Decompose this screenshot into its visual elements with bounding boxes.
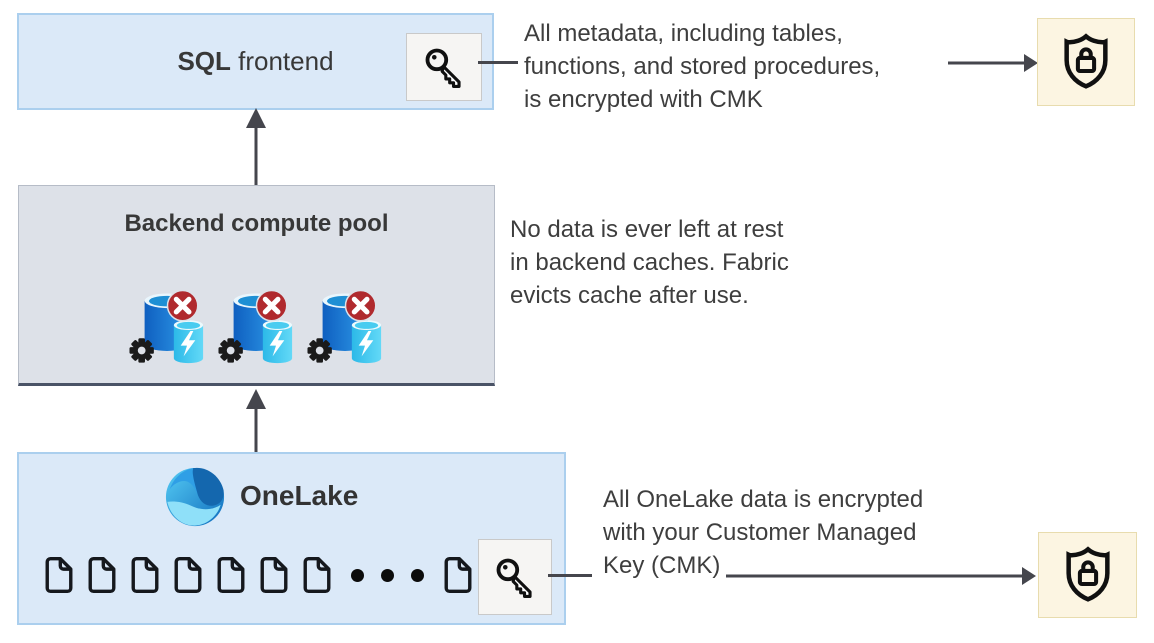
cmk-shield-box-bottom bbox=[1038, 532, 1137, 618]
metadata-note: All metadata, including tables, function… bbox=[524, 20, 881, 113]
sql-title-bold: SQL bbox=[177, 46, 231, 76]
document-icon bbox=[441, 555, 475, 595]
document-icon bbox=[128, 555, 162, 595]
arrow-onelake-to-shield bbox=[726, 567, 1036, 585]
cache-database-denied-icon bbox=[307, 288, 385, 372]
connector-sql-key-line bbox=[478, 61, 518, 64]
cache-icon-row bbox=[19, 288, 494, 372]
cache-note: No data is ever left at rest in backend … bbox=[510, 216, 789, 309]
document-icon bbox=[214, 555, 248, 595]
connector-onelake-key-line bbox=[548, 574, 592, 577]
onelake-title: OneLake bbox=[240, 480, 359, 511]
document-icon bbox=[171, 555, 205, 595]
cmk-shield-box-top bbox=[1037, 18, 1135, 106]
backend-compute-pool-box: Backend compute pool bbox=[18, 185, 495, 386]
key-icon bbox=[422, 45, 466, 89]
shield-lock-icon bbox=[1061, 545, 1115, 605]
document-icon bbox=[300, 555, 334, 595]
sql-title-rest: frontend bbox=[230, 46, 334, 76]
onelake-logo bbox=[164, 466, 226, 528]
onelake-box: OneLake bbox=[17, 452, 566, 625]
sql-frontend-title: SQL frontend bbox=[177, 46, 333, 77]
arrow-backend-to-sql bbox=[246, 108, 266, 188]
key-icon bbox=[493, 555, 537, 599]
ellipsis-dots bbox=[351, 568, 424, 582]
backend-compute-pool-title: Backend compute pool bbox=[124, 210, 389, 237]
sql-frontend-box: SQL frontend bbox=[17, 13, 494, 110]
document-icon bbox=[42, 555, 76, 595]
arrow-onelake-to-backend bbox=[246, 389, 266, 453]
document-icon bbox=[257, 555, 291, 595]
shield-lock-icon bbox=[1059, 32, 1113, 92]
cache-database-denied-icon bbox=[218, 288, 296, 372]
sql-key-button bbox=[406, 33, 482, 101]
onelake-note: All OneLake data is encrypted with your … bbox=[603, 486, 924, 579]
arrow-metadata-to-shield bbox=[948, 54, 1038, 72]
document-row bbox=[42, 555, 475, 595]
cache-database-denied-icon bbox=[129, 288, 207, 372]
document-icon bbox=[85, 555, 119, 595]
onelake-key-button bbox=[478, 539, 552, 615]
